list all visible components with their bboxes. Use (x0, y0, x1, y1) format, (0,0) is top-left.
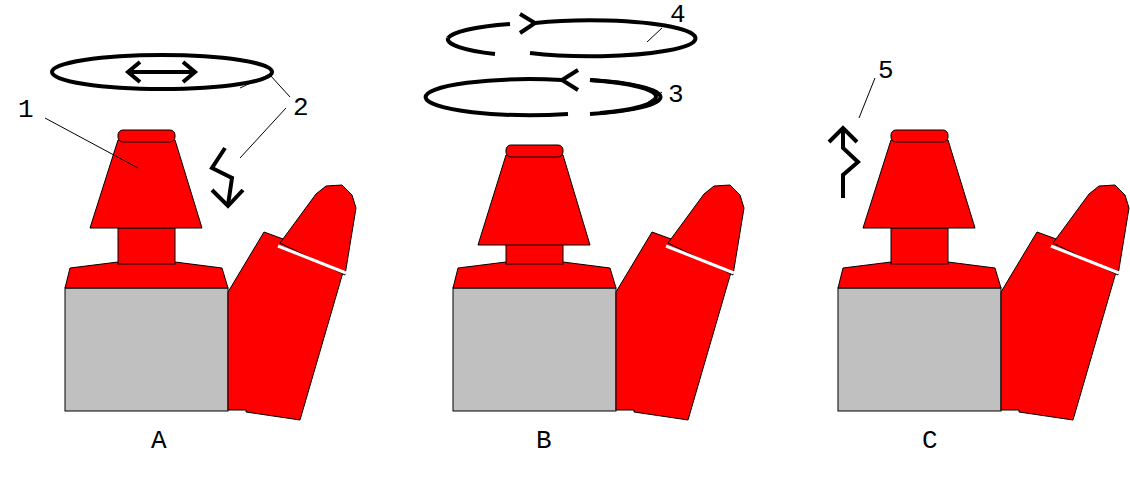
callout-number: 2 (293, 95, 309, 121)
callout-number: 4 (670, 2, 686, 28)
device-a (45, 55, 356, 420)
rotation-arrows (426, 14, 696, 115)
callout-number: 1 (18, 97, 34, 123)
figure-letter: A (151, 428, 167, 454)
figure-letter: B (536, 428, 552, 454)
callout-number: 3 (668, 82, 684, 108)
callout-number: 5 (878, 58, 894, 84)
device-c (829, 78, 1129, 420)
device-b (453, 145, 744, 420)
figure-letter: C (922, 428, 938, 454)
